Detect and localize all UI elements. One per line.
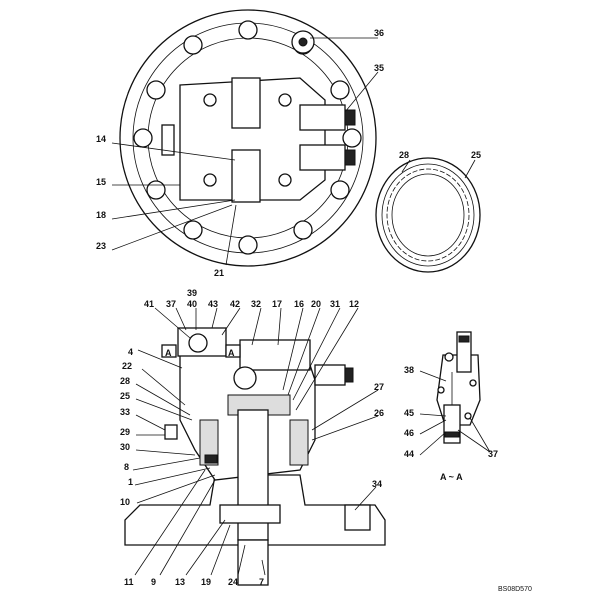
callout-10: 10	[120, 497, 130, 507]
callout-44: 44	[404, 449, 414, 459]
callout-40: 40	[187, 299, 197, 309]
callout-15: 15	[96, 177, 106, 187]
callout-28-bearing: 28	[399, 150, 409, 160]
detail-caption: A ~ A	[440, 472, 463, 482]
callout-7: 7	[259, 577, 264, 587]
callout-28: 28	[120, 376, 130, 386]
section-view-drawing	[124, 307, 386, 586]
callout-39: 39	[187, 288, 197, 298]
callout-23: 23	[96, 241, 106, 251]
callout-45: 45	[404, 408, 414, 418]
callout-41: 41	[144, 299, 154, 309]
callout-34: 34	[372, 479, 382, 489]
callout-26: 26	[374, 408, 384, 418]
callout-14: 14	[96, 134, 106, 144]
callout-4: 4	[128, 347, 133, 357]
callout-16: 16	[294, 299, 304, 309]
callout-37-detail: 37	[488, 449, 498, 459]
callout-17: 17	[272, 299, 282, 309]
callout-13: 13	[175, 577, 185, 587]
callout-19: 19	[201, 577, 211, 587]
callout-25-bearing: 25	[471, 150, 481, 160]
callout-33: 33	[120, 407, 130, 417]
callout-1: 1	[128, 477, 133, 487]
top-view-drawing	[111, 9, 379, 267]
section-mark-a-right: A	[228, 348, 235, 358]
callout-21: 21	[214, 268, 224, 278]
drawing-code: BS08D570	[498, 586, 532, 593]
callout-18: 18	[96, 210, 106, 220]
callout-32: 32	[251, 299, 261, 309]
callout-30: 30	[120, 442, 130, 452]
callout-20: 20	[311, 299, 321, 309]
callout-43: 43	[208, 299, 218, 309]
detail-a-a-drawing	[419, 331, 491, 456]
callout-35: 35	[374, 63, 384, 73]
callout-46: 46	[404, 428, 414, 438]
callout-8: 8	[124, 462, 129, 472]
callout-37: 37	[166, 299, 176, 309]
bearing-drawing	[375, 157, 481, 273]
section-mark-a-left: A	[165, 348, 172, 358]
callout-25: 25	[120, 391, 130, 401]
callout-31: 31	[330, 299, 340, 309]
callout-29: 29	[120, 427, 130, 437]
callout-38: 38	[404, 365, 414, 375]
callout-27: 27	[374, 382, 384, 392]
callout-9: 9	[151, 577, 156, 587]
callout-12: 12	[349, 299, 359, 309]
callout-11: 11	[124, 577, 134, 587]
callout-42: 42	[230, 299, 240, 309]
callout-24: 24	[228, 577, 238, 587]
callout-22: 22	[122, 361, 132, 371]
callout-36: 36	[374, 28, 384, 38]
